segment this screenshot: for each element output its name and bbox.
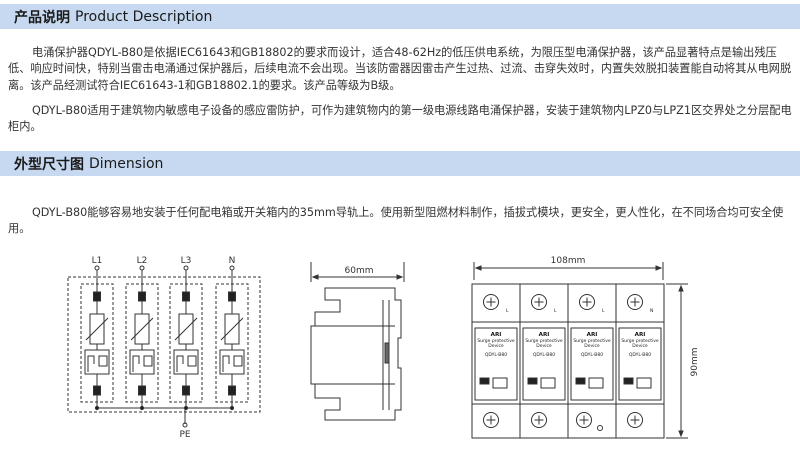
front-height-label: 90mm (690, 348, 700, 377)
brand-logo: ARI (635, 332, 646, 338)
front-width-label: 108mm (551, 256, 586, 266)
side-width-label: 60mm (345, 266, 374, 276)
module-desc-1: Surge protective (525, 338, 563, 344)
module-3: L ARI Surge protective Device QDYL-B80 (570, 294, 614, 431)
product-description-paragraph-1: 电涌保护器QDYL-B80是依据IEC61643和GB18802的要求而设计，适… (8, 46, 792, 92)
module-desc-2: Device (488, 343, 504, 349)
schematic-channel-3 (169, 265, 203, 411)
brand-logo: ARI (587, 332, 598, 338)
product-description-paragraph-2: QDYL-B80适用于建筑物内敏感电子设备的感应雷防护，可作为建筑物内的第一级电… (8, 104, 792, 134)
module-model: QDYL-B80 (533, 352, 555, 358)
brand-logo: ARI (491, 332, 502, 338)
line-label-n: N (229, 256, 236, 266)
schematic-channel-1 (80, 265, 114, 411)
module-1: L ARI Surge protective Device QDYL-B80 (474, 294, 518, 428)
module-model: QDYL-B80 (485, 352, 507, 358)
module-model: QDYL-B80 (581, 352, 603, 358)
module-desc-1: Surge protective (477, 338, 515, 344)
schematic-outer-frame (67, 276, 261, 413)
dimension-title-cn: 外型尺寸图 (14, 156, 84, 173)
terminal-label: N (650, 308, 653, 314)
module-model: QDYL-B80 (629, 352, 651, 358)
terminal-label: L (554, 308, 557, 314)
product-description-title-en: Product Description (75, 8, 213, 25)
terminal-label: L (602, 308, 605, 314)
module-4: N ARI Surge protective Device QDYL-B80 (618, 294, 662, 428)
module-2: L ARI Surge protective Device QDYL-B80 (522, 294, 566, 428)
side-view-drawing (310, 262, 405, 421)
module-desc-1: Surge protective (573, 338, 611, 344)
schematic-channel-2 (125, 265, 159, 411)
schematic-channel-4 (215, 265, 249, 411)
line-label-l1: L1 (92, 256, 103, 266)
dimension-header: 外型尺寸图 Dimension (0, 151, 800, 176)
module-desc-2: Device (584, 343, 600, 349)
module-desc-1: Surge protective (621, 338, 659, 344)
ground-label-pe: PE (179, 430, 190, 440)
line-label-l3: L3 (181, 256, 192, 266)
module-desc-2: Device (536, 343, 552, 349)
line-label-l2: L2 (137, 256, 148, 266)
dimension-title-en: Dimension (89, 155, 164, 172)
wiring-schematic (67, 265, 261, 428)
ground-symbol-icon (597, 425, 603, 431)
terminal-label: L (506, 308, 509, 314)
dimension-paragraph: QDYL-B80能够容易地安装于任何配电箱或开关箱内的35mm导轨上。使用新型阻… (8, 206, 784, 236)
product-description-header: 产品说明 Product Description (0, 4, 800, 29)
brand-logo: ARI (539, 332, 550, 338)
module-desc-2: Device (632, 343, 648, 349)
product-description-title-cn: 产品说明 (14, 9, 70, 26)
pe-terminal (182, 422, 188, 428)
